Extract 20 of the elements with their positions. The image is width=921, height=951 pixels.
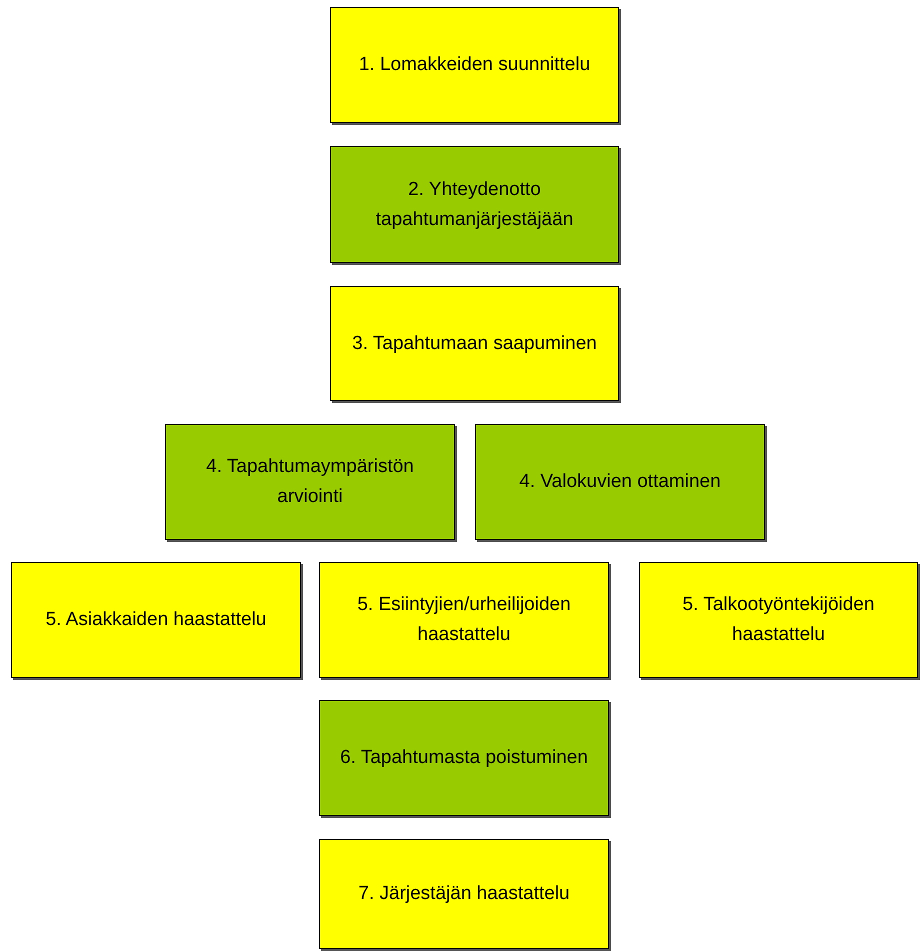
step-label: 5. Esiintyjien/urheilijoiden haastattelu xyxy=(356,593,572,647)
step-label: 7. Järjestäjän haastattelu xyxy=(357,882,571,906)
step-label: 5. Asiakkaiden haastattelu xyxy=(44,608,268,632)
process-box xyxy=(165,424,455,540)
process-box xyxy=(330,286,619,401)
process-box xyxy=(330,146,619,263)
step-label: 4. Tapahtumaympäristön arviointi xyxy=(205,455,415,509)
process-box xyxy=(330,7,619,123)
step-label: 6. Tapahtumasta poistuminen xyxy=(339,746,589,770)
process-box xyxy=(11,562,301,678)
step-label: 2. Yhteydenotto tapahtumanjärjestäjään xyxy=(374,178,574,232)
step-label: 5. Talkootyöntekijöiden haastattelu xyxy=(682,593,876,647)
process-box xyxy=(319,700,609,816)
process-box xyxy=(319,562,609,678)
step-label: 4. Valokuvien ottaminen xyxy=(518,470,722,494)
process-box xyxy=(475,424,765,540)
process-box xyxy=(639,562,918,678)
step-label: 1. Lomakkeiden suunnittelu xyxy=(358,53,592,77)
step-label: 3. Tapahtumaan saapuminen xyxy=(351,332,598,356)
process-box xyxy=(319,839,609,949)
